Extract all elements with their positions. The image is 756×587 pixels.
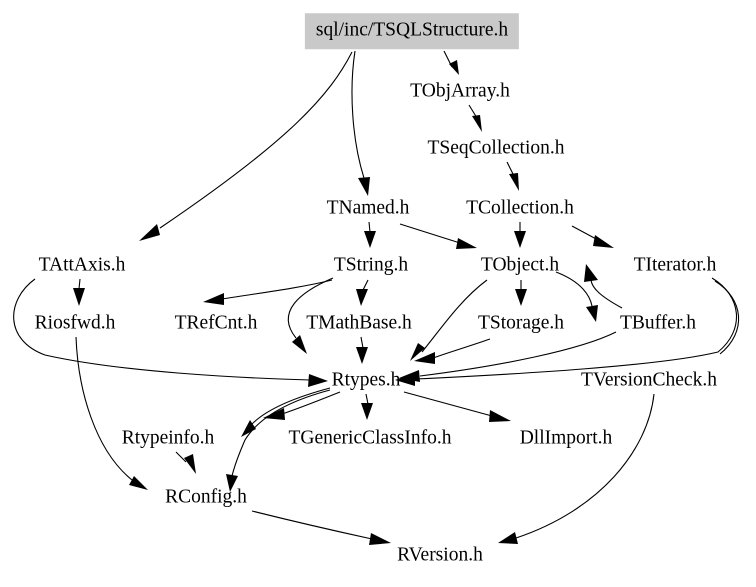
node-tobject-h[interactable]: TObject.h	[480, 254, 560, 276]
node-tstorage-h[interactable]: TStorage.h	[477, 312, 565, 334]
edge-rtypes-to-dllimport	[403, 391, 511, 422]
node-tgenericclassinfo-h[interactable]: TGenericClassInfo.h	[288, 427, 452, 449]
node-tseqcollection-h[interactable]: TSeqCollection.h	[427, 137, 565, 159]
node-dllimport-h[interactable]: DllImport.h	[519, 427, 613, 449]
node-rconfig-h[interactable]: RConfig.h	[165, 486, 247, 508]
node-tmathbase-h[interactable]: TMathBase.h	[306, 312, 412, 334]
node-rtypeinfo-h[interactable]: Rtypeinfo.h	[121, 427, 215, 449]
edge-tversioncheck-to-rversion	[498, 393, 655, 544]
edge-rconfig-to-rversion	[251, 510, 391, 545]
edge-tmathbase-to-rtypes	[356, 336, 368, 364]
edge-tstring-to-trefcnt	[203, 279, 333, 305]
edge-tstring-to-tmathbase	[356, 279, 369, 306]
edge-tstorage-to-rtypes	[414, 338, 491, 364]
edge-rtypes-to-tgenericclassinfo	[361, 393, 373, 420]
node-tcollection-h[interactable]: TCollection.h	[466, 197, 574, 219]
edge-tnamed-to-tstring	[364, 221, 376, 248]
edge-tbuffer-to-rtypes	[399, 331, 617, 382]
edge-tsqlstructure-to-tobjarray	[443, 50, 459, 75]
node-sql-inc-tsqlstructure-h[interactable]: sql/inc/TSQLStructure.h	[304, 13, 520, 49]
edge-tobject-to-tstorage	[515, 280, 527, 306]
edge-rtypes-to-rconfig	[226, 389, 331, 492]
edge-tnamed-to-tobject	[399, 223, 477, 249]
node-tattaxis-h[interactable]: TAttAxis.h	[38, 254, 126, 276]
node-tobjarray-h[interactable]: TObjArray.h	[410, 80, 510, 102]
node-riosfwd-h[interactable]: Riosfwd.h	[34, 312, 116, 334]
node-tbuffer-h[interactable]: TBuffer.h	[619, 312, 697, 334]
edge-tattaxis-to-riosfwd	[73, 278, 85, 306]
edge-tcollection-to-tobject	[514, 222, 526, 248]
edge-riosfwd-to-rconfig	[75, 336, 148, 490]
node-titerator-h[interactable]: TIterator.h	[633, 254, 717, 276]
edge-tgenericclassinfo-to-rtypes	[241, 387, 331, 437]
edge-tobject-to-tbuffer	[555, 271, 598, 322]
node-tstring-h[interactable]: TString.h	[333, 254, 409, 276]
edge-tobject-to-rtypes	[410, 279, 488, 361]
edge-tbuffer-to-tobject	[584, 264, 623, 309]
edge-tattaxis-to-rtypes	[13, 278, 328, 387]
edge-tstring-to-rtypes	[287, 277, 334, 354]
edge-tseqcollection-to-tcollection	[506, 161, 519, 191]
edge-rtypes-to-rtypeinfo	[263, 391, 341, 420]
node-trefcnt-h[interactable]: TRefCnt.h	[174, 312, 258, 334]
edge-tsqlstructure-to-tattaxis	[139, 51, 353, 241]
node-rversion-h[interactable]: RVersion.h	[397, 544, 483, 566]
edge-tsqlstructure-to-tnamed	[351, 50, 370, 196]
edge-tobjarray-to-tseqcollection	[468, 104, 482, 132]
node-tnamed-h[interactable]: TNamed.h	[326, 197, 410, 219]
node-rtypes-h[interactable]: Rtypes.h	[331, 369, 401, 391]
edge-tcollection-to-titerator	[571, 225, 614, 248]
edge-rtypeinfo-to-rconfig	[175, 451, 196, 474]
node-tversioncheck-h[interactable]: TVersionCheck.h	[581, 369, 717, 391]
